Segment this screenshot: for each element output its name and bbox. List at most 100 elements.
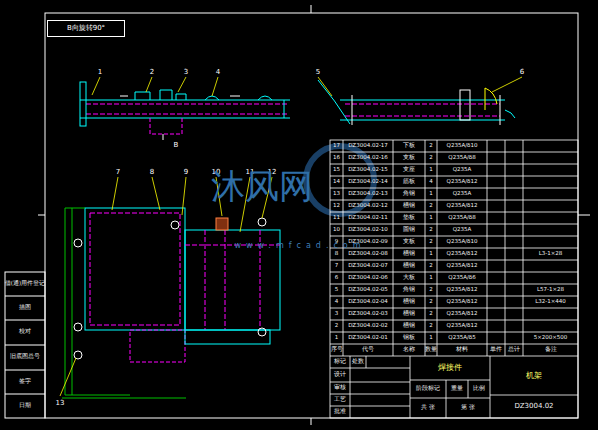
table-cell: DZ3004.02-16 [348,155,388,161]
table-cell: 14 [333,179,340,185]
table-cell: Q235A/δ8 [448,215,475,221]
table-header: 单件 [490,347,502,353]
table-cell: DZ3004.02-04 [348,299,388,305]
callout-number: 3 [183,69,189,76]
table-cell: 2 [429,227,433,233]
table-header: 总计 [508,347,520,353]
title-block-text: 工艺 [334,397,346,403]
table-cell: Q235A/δ12 [447,179,478,185]
callout-number: 6 [519,69,525,76]
table-cell: 10 [333,227,340,233]
table-header: 备注 [545,347,557,353]
table-cell: DZ3004.02-13 [348,191,388,197]
table-cell: Q235A/δ12 [447,323,478,329]
title-block-text: 阶段标记 [416,386,440,392]
table-cell: DZ3004.02-02 [348,323,388,329]
table-cell: DZ3004.02-05 [348,287,388,293]
table-cell: DZ3004.02-17 [348,143,388,149]
title-block-text: 设计 [334,372,346,378]
table-cell: 2 [429,299,433,305]
table-cell: 支板 [403,155,415,161]
table-cell: DZ3004.02-12 [348,203,388,209]
table-cell: 筋板 [403,179,415,185]
table-cell: L3-1×28 [539,251,563,257]
table-cell: 2 [429,203,433,209]
strip-text: 日期 [19,403,31,409]
table-cell: 支板 [403,239,415,245]
title-block-text: 比例 [473,386,485,392]
table-cell: DZ3004.02-10 [348,227,388,233]
table-cell: Q235A/δ12 [447,263,478,269]
table-cell: 8 [335,251,339,257]
strip-text: 旧底图总号 [10,354,40,360]
table-cell: 1 [429,275,433,281]
title-block-text: 审核 [334,385,346,391]
table-cell: L57-1×28 [537,287,564,293]
table-cell: 圆钢 [403,227,415,233]
table-cell: 1 [429,335,433,341]
table-cell: 3 [335,311,339,317]
title-block-text: DZ3004.02 [514,403,553,410]
table-cell: Q235A/δ12 [447,251,478,257]
table-header: 代号 [362,347,374,353]
front-view [80,82,290,140]
table-header: 材料 [456,347,468,353]
table-header: 序号 [331,347,343,353]
table-cell: Q235A/δ8 [448,155,475,161]
table-cell: 1 [429,191,433,197]
table-cell: 13 [333,191,340,197]
table-cell: 5×200×500 [534,335,568,341]
strip-text: 借(通)用件登记 [5,281,45,287]
table-cell: L32-1×440 [535,299,566,305]
table-cell: 17 [333,143,340,149]
callout-number: 9 [183,169,189,176]
title-block-text: 共 张 [421,405,435,411]
table-cell: Q235A/δ12 [447,299,478,305]
side-view [318,80,515,125]
title-block-text: 批准 [334,409,346,415]
table-cell: DZ3004.02-06 [348,275,388,281]
leader-lines [60,77,522,396]
callout-number: 4 [215,69,221,76]
plan-view [62,208,280,398]
table-cell: DZ3004.02-08 [348,251,388,257]
table-cell: DZ3004.02-15 [348,167,388,173]
callout-number: 2 [149,69,155,76]
table-cell: 槽钢 [403,251,415,257]
table-cell: 垫板 [403,215,415,221]
view-title: B向旋转90° [67,25,105,32]
table-cell: 11 [333,215,340,221]
table-cell: Q235A [453,167,472,173]
table-cell: 角钢 [403,191,415,197]
table-header: 数量 [425,347,437,353]
title-block-text: 处数 [352,359,364,365]
callout-number: 13 [55,400,66,407]
table-cell: Q235A [453,227,472,233]
table-cell: 1 [429,251,433,257]
table-cell: 2 [429,143,433,149]
table-cell: 槽钢 [403,299,415,305]
table-cell: 支座 [403,167,415,173]
table-cell: DZ3004.02-14 [348,179,388,185]
table-cell: Q235A/δ12 [447,311,478,317]
table-cell: 1 [429,215,433,221]
table-cell: Q235A/δ12 [447,287,478,293]
table-cell: 16 [333,155,340,161]
table-cell: 7 [335,263,339,269]
table-cell: 2 [429,239,433,245]
callout-number: 1 [97,69,103,76]
watermark: 沐风网 [211,169,313,203]
table-header: 名称 [403,347,415,353]
table-cell: 2 [429,323,433,329]
table-cell: 钢板 [403,335,415,341]
table-cell: 槽钢 [403,263,415,269]
table-cell: 槽钢 [403,311,415,317]
table-cell: 4 [335,299,339,305]
table-cell: Q235A/δ5 [448,335,475,341]
strip-text: 描图 [19,305,31,311]
table-cell: 下板 [403,143,415,149]
parts-table [330,140,578,418]
table-cell: 6 [335,275,339,281]
table-cell: 2 [429,311,433,317]
